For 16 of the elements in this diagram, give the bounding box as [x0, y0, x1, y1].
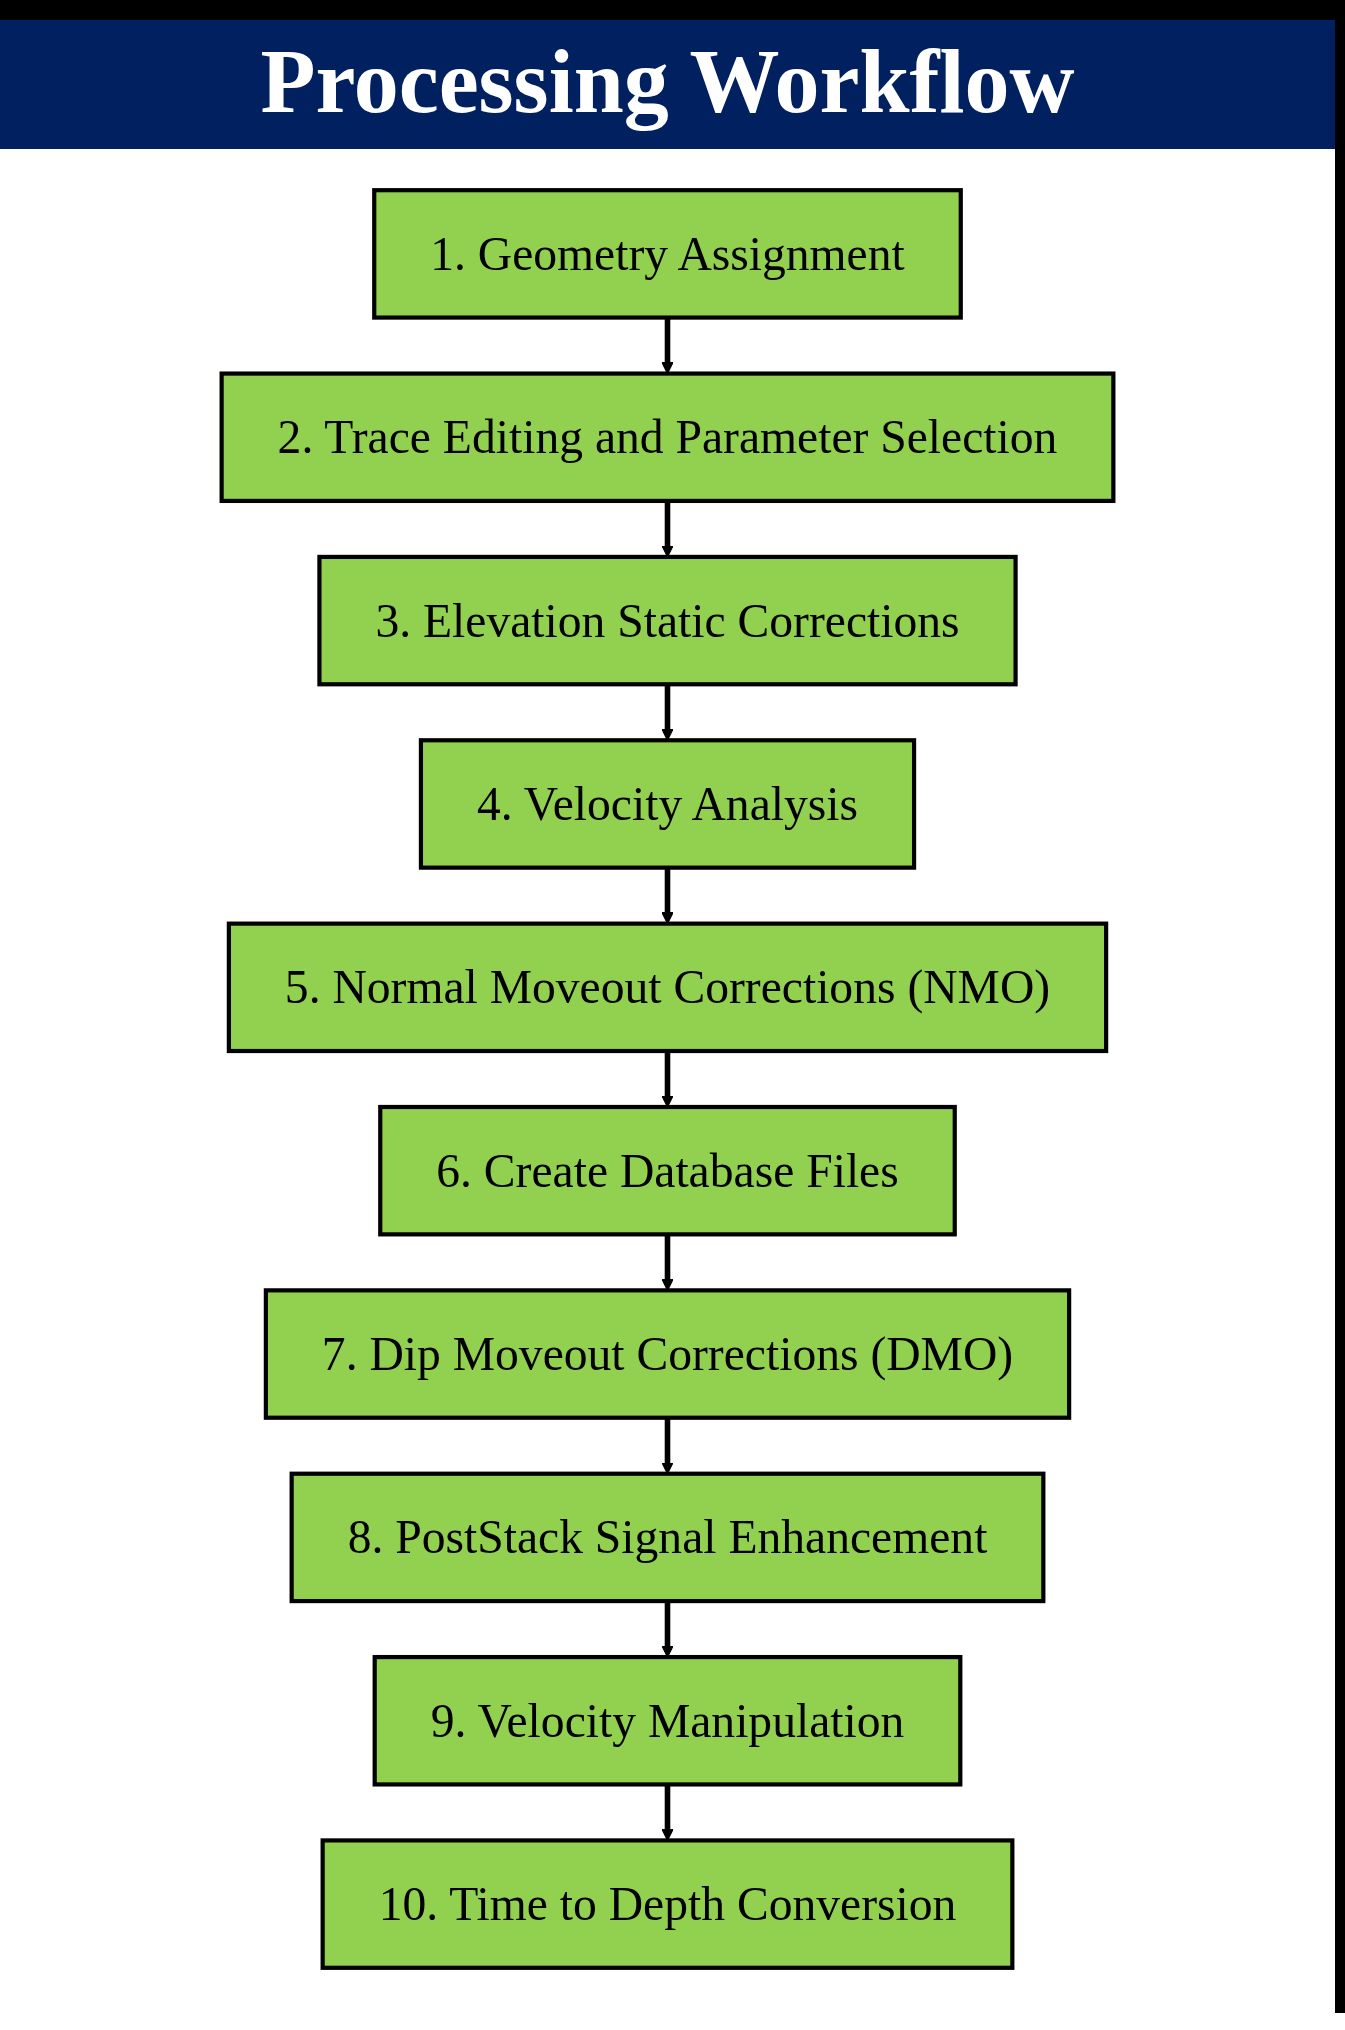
arrow — [661, 1601, 674, 1658]
process-box: 6. Create Database Files — [378, 1104, 957, 1237]
arrow — [661, 1784, 674, 1841]
process-box: 8. PostStack Signal Enhancement — [289, 1471, 1046, 1604]
arrow — [661, 684, 674, 741]
process-box: 2. Trace Editing and Parameter Selection — [219, 371, 1116, 504]
process-box: 10. Time to Depth Conversion — [320, 1838, 1015, 1970]
arrow — [661, 1234, 674, 1291]
process-box: 5. Normal Moveout Corrections (NMO) — [226, 921, 1109, 1054]
process-box: 9. Velocity Manipulation — [372, 1654, 963, 1787]
title-banner: Processing Workflow — [0, 20, 1335, 149]
process-box: 7. Dip Moveout Corrections (DMO) — [263, 1288, 1072, 1420]
process-box: 3. Elevation Static Corrections — [317, 554, 1018, 687]
process-box: 4. Velocity Analysis — [418, 738, 917, 870]
arrow — [661, 1051, 674, 1108]
process-box: 1. Geometry Assignment — [372, 188, 963, 320]
